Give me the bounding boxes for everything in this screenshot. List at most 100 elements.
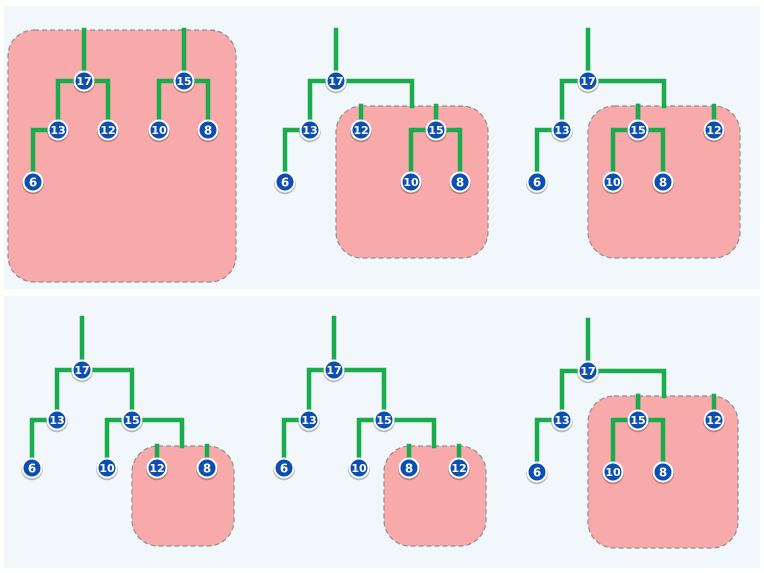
panel-5-node-circle-8: [398, 457, 420, 479]
panel-6-node-label-15: 15: [630, 414, 645, 427]
panel-1-node-15: 15: [173, 70, 195, 94]
panel-2-node-label-6: 6: [281, 176, 289, 190]
panel-4-node-circle-10: [96, 457, 118, 479]
panel-4-node-6: 6: [21, 457, 43, 481]
panel-1-node-label-6: 6: [29, 176, 37, 190]
panel-2-node-12: 12: [350, 119, 372, 143]
panel-1-node-circle-10: [148, 119, 170, 141]
panel-5-node-label-12: 12: [451, 462, 466, 475]
panel-5-node-6: 6: [273, 457, 295, 481]
panel-2-node-label-17: 17: [328, 75, 343, 88]
panel-1-node-13: 13: [47, 119, 69, 143]
panel-3-node-8: 8: [652, 171, 674, 195]
panel-5-node-circle-17: [323, 359, 345, 381]
panel-5-node-circle-6: [273, 457, 295, 479]
node-layer: 17 13 12 6 15 10 8 17 13 12 6 15 10 8 17 13 15 6 12 10 8 17 13…: [21, 70, 725, 485]
panel-4-node-circle-13: [46, 409, 68, 431]
panel-1-node-label-15: 15: [176, 75, 191, 88]
panel-4-edge-15-to-8: [129, 417, 185, 449]
panel-2-node-circle-12: [350, 119, 372, 141]
panel-1-node-circle-6: [22, 171, 44, 193]
panel-6-node-13: 13: [551, 409, 573, 433]
panel-1-highlight-region-1: [7, 29, 237, 283]
panel-1-node-circle-12: [97, 119, 119, 141]
panel-6-node-circle-12: [703, 409, 725, 431]
panel-2-node-label-13: 13: [302, 124, 317, 137]
panel-2-node-circle-10: [400, 171, 422, 193]
panel-3-node-circle-15: [627, 119, 649, 141]
panel-2-node-8: 8: [449, 171, 471, 195]
panel-5-node-12: 12: [448, 457, 470, 481]
panel-3-node-label-10: 10: [605, 176, 621, 189]
panel-5-node-label-10: 10: [351, 462, 367, 475]
panel-6-node-8: 8: [652, 461, 674, 485]
panel-5-node-label-13: 13: [301, 414, 316, 427]
panel-5-node-15: 15: [373, 409, 395, 433]
panel-4-node-label-6: 6: [28, 462, 36, 476]
panel-2-node-label-15: 15: [428, 124, 443, 137]
panel-1-node-17: 17: [73, 70, 95, 94]
panel-3-node-label-8: 8: [659, 176, 667, 190]
panel-1-node-circle-13: [47, 119, 69, 141]
panel-1-node-circle-8: [197, 119, 219, 141]
panel-6-node-circle-15: [627, 409, 649, 431]
panel-6-node-6: 6: [526, 461, 548, 485]
panel-5-node-label-17: 17: [326, 364, 341, 377]
panel-5-node-8: 8: [398, 457, 420, 481]
panel-1-node-10: 10: [148, 119, 170, 143]
panel-3-node-circle-10: [602, 171, 624, 193]
panel-6-node-10: 10: [602, 461, 624, 485]
panel-6-node-label-8: 8: [659, 466, 667, 480]
panel-2-node-circle-17: [325, 70, 347, 92]
panel-5-edge-17-to-15: [331, 367, 387, 423]
panel-4-node-10: 10: [96, 457, 118, 481]
panel-6-node-label-10: 10: [605, 466, 621, 479]
panel-5-node-10: 10: [348, 457, 370, 481]
panel-6-node-circle-6: [526, 461, 548, 483]
panel-4-edge-17-to-15: [79, 367, 135, 423]
panel-2-node-10: 10: [400, 171, 422, 195]
panel-2-node-circle-8: [449, 171, 471, 193]
panel-3-node-label-17: 17: [580, 75, 595, 88]
panel-3-node-circle-12: [703, 119, 725, 141]
panel-1-node-8: 8: [197, 119, 219, 143]
panel-1-node-label-17: 17: [76, 75, 91, 88]
panel-2-node-15: 15: [425, 119, 447, 143]
panel-5-node-circle-13: [298, 409, 320, 431]
panel-4-node-label-15: 15: [124, 414, 139, 427]
panel-2-node-13: 13: [299, 119, 321, 143]
panel-5-node-circle-12: [448, 457, 470, 479]
panel-4-node-circle-17: [71, 359, 93, 381]
panel-5-node-label-6: 6: [280, 462, 288, 476]
panel-5-node-circle-10: [348, 457, 370, 479]
panel-6-node-circle-17: [577, 360, 599, 382]
panel-6-node-17: 17: [577, 360, 599, 384]
panel-6-node-circle-13: [551, 409, 573, 431]
panel-4-node-15: 15: [121, 409, 143, 433]
panel-2-node-label-8: 8: [456, 176, 464, 190]
panel-2-node-circle-6: [274, 171, 296, 193]
panel-6-node-circle-8: [652, 461, 674, 483]
panel-3-node-circle-6: [526, 171, 548, 193]
panel-3-node-17: 17: [577, 70, 599, 94]
panel-5-node-label-15: 15: [376, 414, 391, 427]
panel-4-node-label-13: 13: [49, 414, 64, 427]
panel-6-node-12: 12: [703, 409, 725, 433]
panel-2-node-circle-13: [299, 119, 321, 141]
panel-5-node-13: 13: [298, 409, 320, 433]
panel-2-node-label-12: 12: [353, 124, 368, 137]
panel-6-node-15: 15: [627, 409, 649, 433]
panel-1-node-circle-17: [73, 70, 95, 92]
panel-1-node-label-8: 8: [204, 124, 212, 138]
panel-3-node-circle-13: [551, 119, 573, 141]
panel-3-node-12: 12: [703, 119, 725, 143]
panel-3-node-circle-8: [652, 171, 674, 193]
panel-1-node-label-10: 10: [151, 124, 167, 137]
panel-5-node-label-8: 8: [405, 462, 413, 476]
panel-1-node-label-12: 12: [100, 124, 115, 137]
panel-4-node-label-10: 10: [99, 462, 115, 475]
panel-5-node-17: 17: [323, 359, 345, 383]
panel-4-node-label-12: 12: [149, 462, 164, 475]
panel-6-node-label-12: 12: [706, 414, 721, 427]
